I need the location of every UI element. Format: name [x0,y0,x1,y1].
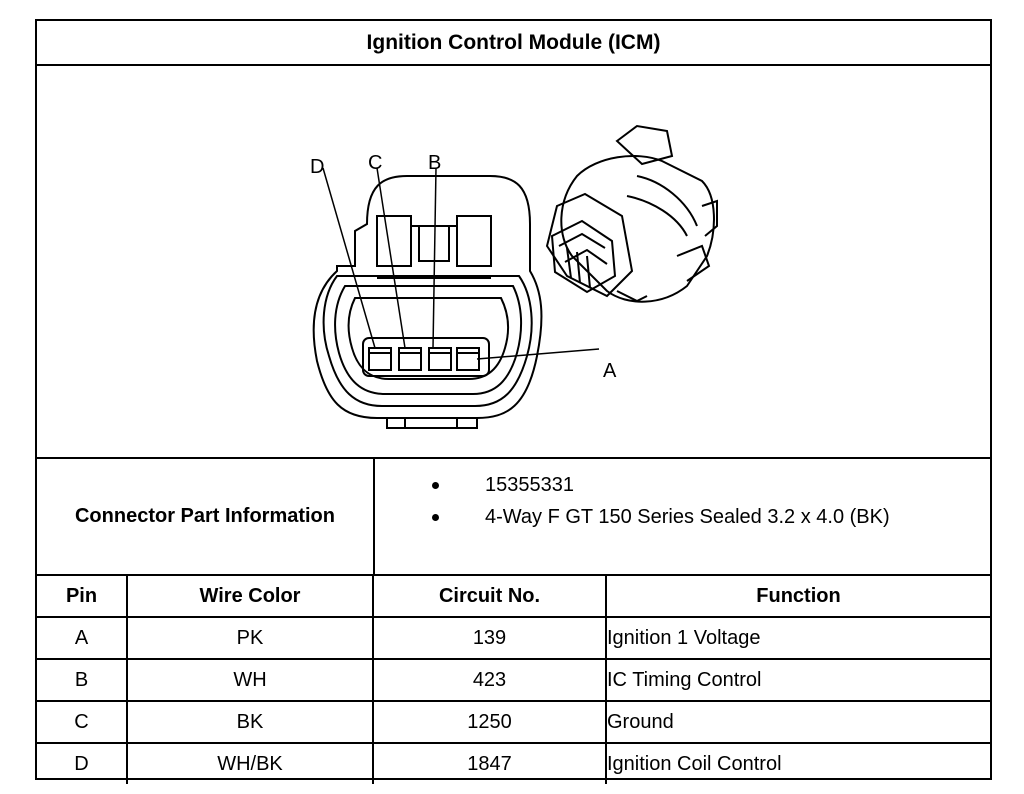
cell-wire-color: BK [126,700,374,744]
table-header-row: Pin Wire Color Circuit No. Function [37,576,990,618]
cell-circuit-no: 1847 [372,742,607,784]
pin-label-a: A [603,360,617,382]
table-row: B WH 423 IC Timing Control [37,658,990,702]
cell-wire-color: PK [126,616,374,660]
connector-inner-shell [322,275,533,407]
cell-wire-color: WH [126,658,374,702]
connector-diagram: D C B A [37,66,990,459]
cell-pin: B [37,658,128,702]
bullet-icon [432,514,439,521]
cell-function: Ignition 1 Voltage [605,616,990,660]
leader-a [476,348,600,360]
cell-function: IC Timing Control [605,658,990,702]
table-row: A PK 139 Ignition 1 Voltage [37,616,990,660]
leader-c [376,167,406,349]
leader-b [432,167,437,349]
cell-function: Ground [605,700,990,744]
cavity-b [428,347,452,371]
header-wire-color: Wire Color [126,576,374,618]
header-pin: Pin [37,576,128,618]
connector-info-label: Connector Part Information [37,459,375,574]
cell-circuit-no: 423 [372,658,607,702]
cell-pin: D [37,742,128,784]
cell-wire-color: WH/BK [126,742,374,784]
pin-label-d: D [310,156,324,178]
cell-circuit-no: 139 [372,616,607,660]
bullet-icon [432,482,439,489]
connector-description: 4-Way F GT 150 Series Sealed 3.2 x 4.0 (… [485,506,890,528]
connector-outer-shell [312,175,543,419]
pinout-table: Pin Wire Color Circuit No. Function A PK… [37,576,990,784]
cell-function: Ignition Coil Control [605,742,990,784]
pin-label-b: B [428,152,441,174]
cell-pin: C [37,700,128,744]
cavity-c [398,347,422,371]
connector-iso-view [545,124,718,303]
connector-info-row: Connector Part Information 15355331 4-Wa… [37,459,990,576]
table-row: D WH/BK 1847 Ignition Coil Control [37,742,990,784]
connector-info-list: 15355331 4-Way F GT 150 Series Sealed 3.… [375,459,990,574]
cell-pin: A [37,616,128,660]
cavity-a [456,347,480,371]
cell-circuit-no: 1250 [372,700,607,744]
header-function: Function [605,576,990,618]
connector-sheet: Ignition Control Module (ICM) [35,19,992,784]
connector-drawing: D C B A [310,124,718,429]
table-row: C BK 1250 Ground [37,700,990,744]
part-number: 15355331 [485,474,574,496]
page-title: Ignition Control Module (ICM) [37,21,990,66]
pin-label-c: C [368,152,382,174]
cavity-d [368,347,392,371]
leader-d [322,167,376,349]
header-circuit-no: Circuit No. [372,576,607,618]
